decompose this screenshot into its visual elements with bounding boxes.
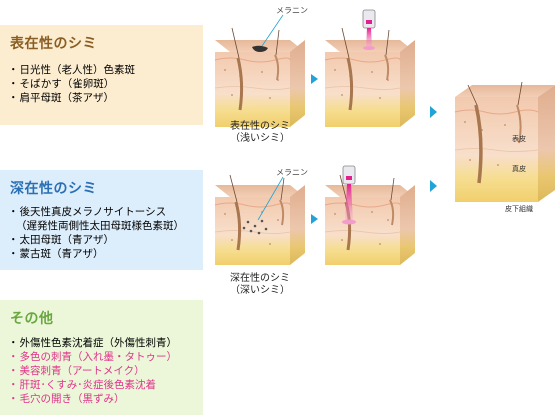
layer-label-epidermis: 表皮: [512, 134, 526, 143]
melanin-deep: [242, 219, 268, 235]
arrow-icon: [311, 74, 318, 84]
list-item: ・多色の刺青（入れ墨・タトゥー）: [8, 351, 177, 363]
list-item: ・外傷性色素沈着症（外傷性刺青）: [8, 337, 177, 349]
layer-label-subcutaneous: 皮下組織: [505, 204, 533, 213]
superficial-title: 表在性のシミ: [10, 36, 97, 52]
list-item: ・そばかす（雀卵斑）: [8, 78, 115, 90]
deep-panel: 深在性のシミ ・後天性真皮メラノサイトーシス（遅発性両側性太田母斑様色素斑） ・…: [0, 170, 203, 270]
arrow-icon: [430, 180, 437, 192]
other-panel: その他 ・外傷性色素沈着症（外傷性刺青） ・多色の刺青（入れ墨・タトゥー） ・美…: [0, 300, 203, 415]
arrow-icon: [311, 214, 318, 224]
melanin-label-2: メラニン: [276, 168, 308, 177]
laser-beam: [366, 28, 372, 48]
deep-title: 深在性のシミ: [10, 181, 97, 197]
list-item: ・太田母斑（青アザ）: [8, 234, 114, 246]
skin-block-normal: [454, 81, 555, 202]
skin-block-deep-before: [214, 174, 305, 265]
list-item: ・美容刺青（アートメイク）: [8, 365, 145, 377]
list-item: ・後天性真皮メラノサイトーシス（遅発性両側性太田母斑様色素斑）: [8, 206, 184, 232]
arrow-icon: [430, 106, 437, 118]
laser-handpiece: [342, 165, 356, 185]
laser-handpiece: [362, 9, 376, 29]
list-item: ・毛穴の開き（黒ずみ）: [8, 393, 125, 405]
other-title: その他: [10, 311, 54, 327]
caption-deep: 深在性のシミ （深いシミ）: [230, 273, 290, 296]
deep-list: ・後天性真皮メラノサイトーシス（遅発性両側性太田母斑様色素斑） ・太田母斑（青ア…: [8, 205, 184, 261]
list-item: ・肩平母斑（茶アザ）: [8, 92, 114, 104]
skin-block-superficial-before: [214, 14, 305, 127]
skin-block-superficial-laser: [324, 9, 415, 127]
caption-superficial: 表在性のシミ （浅いシミ）: [230, 121, 290, 144]
skin-block-deep-laser: [324, 165, 415, 265]
superficial-panel: 表在性のシミ ・日光性（老人性）色素斑 ・そばかす（雀卵斑） ・肩平母斑（茶アザ…: [0, 25, 203, 125]
layer-label-dermis: 真皮: [512, 164, 526, 173]
melanin-spot: [252, 45, 268, 52]
superficial-list: ・日光性（老人性）色素斑 ・そばかす（雀卵斑） ・肩平母斑（茶アザ）: [8, 63, 135, 105]
melanin-label-1: メラニン: [276, 6, 308, 15]
other-list: ・外傷性色素沈着症（外傷性刺青） ・多色の刺青（入れ墨・タトゥー） ・美容刺青（…: [8, 336, 177, 406]
list-item: ・日光性（老人性）色素斑: [8, 64, 135, 76]
hair-follicle: [236, 57, 244, 111]
list-item: ・蒙古斑（青アザ）: [8, 248, 104, 260]
laser-beam: [345, 184, 353, 222]
list-item: ・肝斑･くすみ･炎症後色素沈着: [8, 379, 156, 391]
